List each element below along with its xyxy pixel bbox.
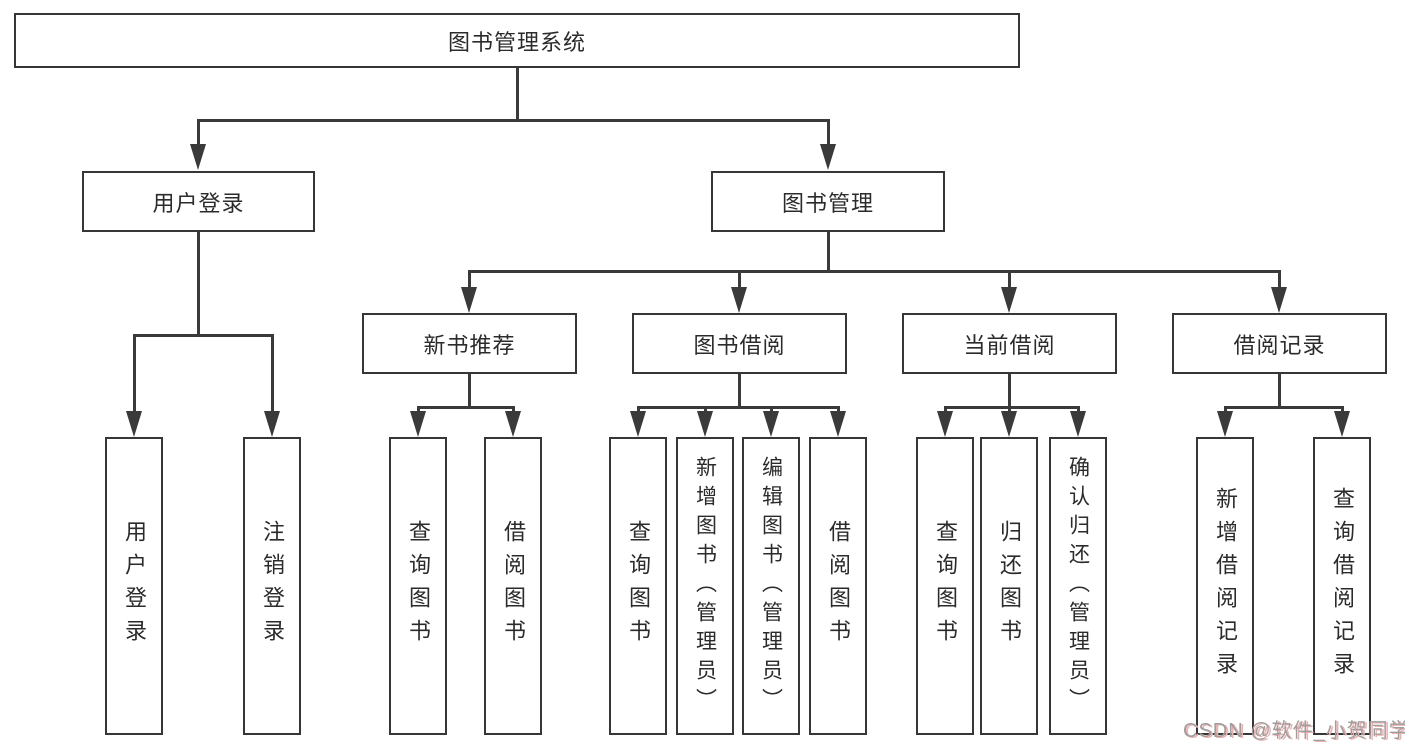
connector-line <box>196 118 830 122</box>
connector-line <box>1340 405 1344 413</box>
connector-line <box>416 405 515 409</box>
leaf-confirm-return-admin: 确认归还（管理员） <box>1049 437 1107 735</box>
node-root: 图书管理系统 <box>14 13 1020 68</box>
leaf-add-borrow-record: 新增借阅记录 <box>1196 437 1254 735</box>
arrow-down-icon <box>630 411 646 437</box>
leaf-borrow-books-label: 借阅图书 <box>826 520 851 652</box>
arrow-down-icon <box>1271 287 1287 313</box>
arrow-down-icon <box>937 411 953 437</box>
node-book-borrow-label: 图书借阅 <box>693 332 786 358</box>
arrow-down-icon <box>461 287 477 313</box>
leaf-add-books-admin: 新增图书（管理员） <box>676 437 734 735</box>
arrow-down-icon <box>1334 411 1350 437</box>
connector-line <box>416 405 420 413</box>
leaf-recommend-query-books-label: 查询图书 <box>406 520 431 652</box>
node-new-book-recommend: 新书推荐 <box>362 313 577 374</box>
arrow-down-icon <box>697 411 713 437</box>
node-book-borrow: 图书借阅 <box>632 313 847 374</box>
leaf-edit-books-admin-label: 编辑图书（管理员） <box>759 455 783 717</box>
arrow-down-icon <box>1001 287 1017 313</box>
node-book-management: 图书管理 <box>711 171 945 232</box>
leaf-recommend-query-books: 查询图书 <box>389 437 447 735</box>
leaf-return-books-label: 归还图书 <box>997 520 1022 652</box>
leaf-borrow-books: 借阅图书 <box>809 437 867 735</box>
connector-line <box>1007 405 1011 413</box>
leaf-recommend-borrow-books: 借阅图书 <box>484 437 542 735</box>
connector-line <box>270 333 274 412</box>
connector-line <box>1277 269 1281 288</box>
arrow-down-icon <box>820 144 836 170</box>
node-borrow-records-label: 借阅记录 <box>1233 332 1326 358</box>
connector-line <box>1007 269 1011 288</box>
leaf-user-login: 用户登录 <box>105 437 163 735</box>
connector-line <box>1223 405 1227 413</box>
leaf-query-borrow-record: 查询借阅记录 <box>1313 437 1371 735</box>
connector-line <box>1223 405 1344 409</box>
connector-line <box>826 118 830 146</box>
node-new-book-recommend-label: 新书推荐 <box>423 332 516 358</box>
arrow-down-icon <box>830 411 846 437</box>
connector-line <box>943 405 947 413</box>
leaf-current-query-books-label: 查询图书 <box>933 520 958 652</box>
connector-line <box>196 232 200 335</box>
node-user-login: 用户登录 <box>82 171 315 232</box>
connector-line <box>132 333 136 412</box>
leaf-return-books: 归还图书 <box>980 437 1038 735</box>
leaf-add-borrow-record-label: 新增借阅记录 <box>1213 487 1238 685</box>
arrow-down-icon <box>731 287 747 313</box>
connector-line <box>636 405 640 413</box>
connector-line <box>132 333 274 337</box>
leaf-add-books-admin-label: 新增图书（管理员） <box>693 455 717 717</box>
arrow-down-icon <box>1070 411 1086 437</box>
connector-line <box>1007 374 1011 407</box>
leaf-borrow-query-books: 查询图书 <box>609 437 667 735</box>
connector-line <box>1076 405 1080 413</box>
leaf-query-borrow-record-label: 查询借阅记录 <box>1330 487 1355 685</box>
leaf-recommend-borrow-books-label: 借阅图书 <box>501 520 526 652</box>
connector-line <box>703 405 707 413</box>
leaf-user-login-label: 用户登录 <box>122 520 147 652</box>
leaf-edit-books-admin: 编辑图书（管理员） <box>742 437 800 735</box>
arrow-down-icon <box>126 411 142 437</box>
connector-line <box>467 269 471 288</box>
connector-line <box>515 68 519 120</box>
connector-line <box>1277 374 1281 407</box>
connector-line <box>636 405 840 409</box>
leaf-logout: 注销登录 <box>243 437 301 735</box>
arrow-down-icon <box>505 411 521 437</box>
connector-line <box>737 269 741 288</box>
node-borrow-records: 借阅记录 <box>1172 313 1387 374</box>
leaf-logout-label: 注销登录 <box>260 520 285 652</box>
node-current-borrow-label: 当前借阅 <box>963 332 1056 358</box>
node-root-label: 图书管理系统 <box>447 29 586 55</box>
connector-line <box>737 374 741 407</box>
connector-line <box>467 374 471 407</box>
connector-line <box>826 232 830 271</box>
arrow-down-icon <box>264 411 280 437</box>
leaf-confirm-return-admin-label: 确认归还（管理员） <box>1066 455 1090 717</box>
leaf-borrow-query-books-label: 查询图书 <box>626 520 651 652</box>
arrow-down-icon <box>763 411 779 437</box>
arrow-down-icon <box>1001 411 1017 437</box>
leaf-current-query-books: 查询图书 <box>916 437 974 735</box>
connector-line <box>943 405 1080 409</box>
node-book-management-label: 图书管理 <box>781 190 874 216</box>
connector-line <box>836 405 840 413</box>
connector-line <box>196 118 200 146</box>
connector-line <box>769 405 773 413</box>
connector-line <box>511 405 515 413</box>
arrow-down-icon <box>190 144 206 170</box>
csdn-watermark: CSDN @软件_小贺同学 <box>1183 720 1405 742</box>
node-user-login-label: 用户登录 <box>152 190 245 216</box>
node-current-borrow: 当前借阅 <box>902 313 1117 374</box>
connector-line <box>467 269 1281 273</box>
arrow-down-icon <box>1217 411 1233 437</box>
arrow-down-icon <box>410 411 426 437</box>
